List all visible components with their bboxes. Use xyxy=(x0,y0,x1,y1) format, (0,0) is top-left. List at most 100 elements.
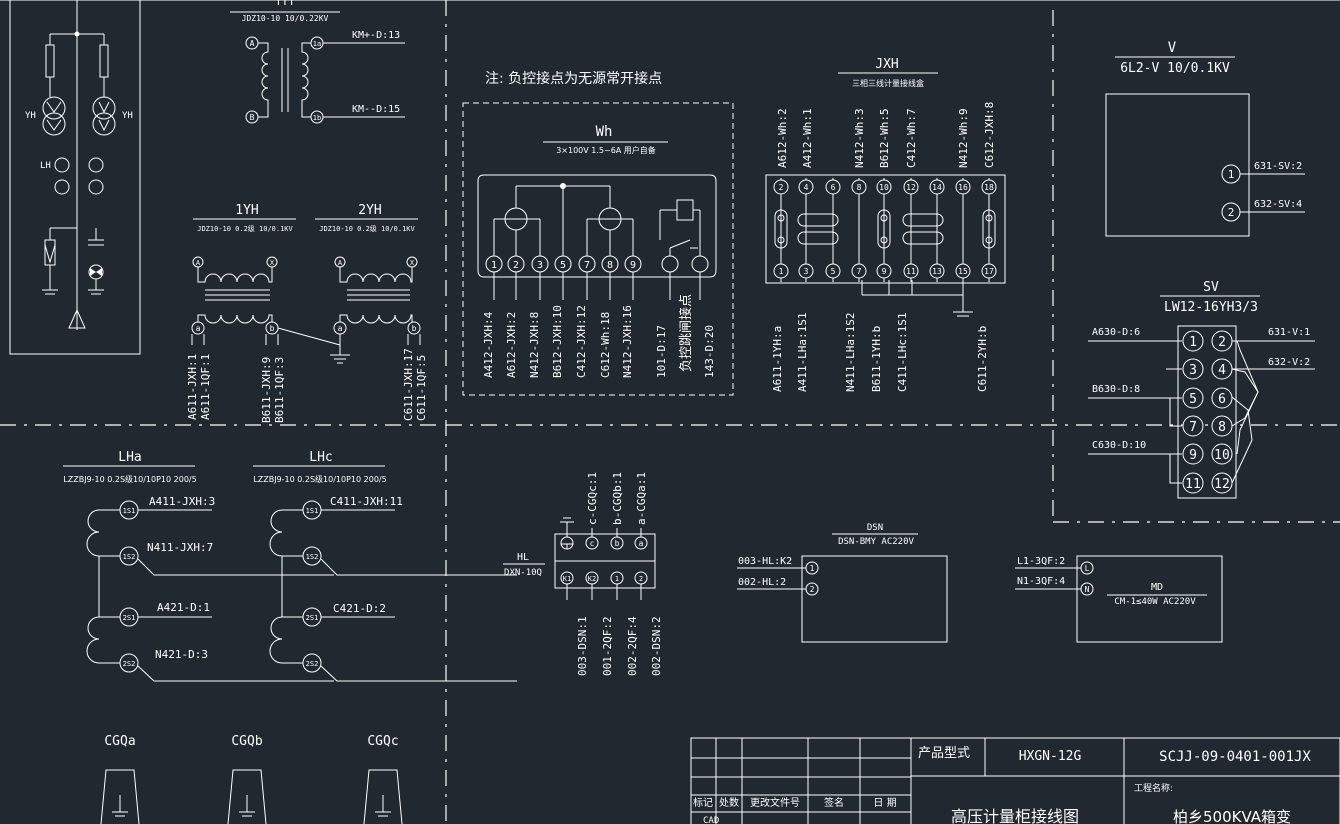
hl-bottom-label-2: 001-2QF:2 xyxy=(601,616,614,676)
sv-label-1: A630-D:6 xyxy=(1092,327,1140,338)
jxh-top-label-5: C412-Wh:7 xyxy=(905,108,918,168)
hl-title: HL xyxy=(517,552,529,563)
dsn-spec: DSN-BMY AC220V xyxy=(838,537,914,547)
sv-terminal-num: 3 xyxy=(1189,363,1197,378)
sv-terminal-num: 10 xyxy=(1214,448,1230,463)
wh-label-1: A412-JXH:4 xyxy=(482,311,495,378)
jxh-top-label-1: A612-Wh:2 xyxy=(776,108,789,168)
sv-terminal-num: 6 xyxy=(1218,392,1226,407)
lhc-winding xyxy=(269,616,303,664)
lha-spec: LZZBJ9-10 0.2S级10/10P10 200/5 xyxy=(63,474,196,484)
jxh-bottom-num: 9 xyxy=(882,267,887,276)
sv-terminal-num: 8 xyxy=(1218,420,1226,435)
lha-label-1: A411-JXH:3 xyxy=(149,495,215,508)
yh-right-label: YH xyxy=(122,111,133,121)
yh1-spec: JDZ10-10 0.2级 10/0.1KV xyxy=(197,224,293,233)
tt-spec: JDZ10-10 10/0.22KV xyxy=(242,14,329,23)
yh1-label-1: A611-JXH:1 xyxy=(186,354,199,420)
jxh-link-horizontal xyxy=(902,231,944,245)
sv-terminal-num: 4 xyxy=(1218,363,1226,378)
sv-terminal xyxy=(1211,387,1233,409)
lhc-terminal-name: 1S1 xyxy=(306,507,319,515)
yh1-title: 1YH xyxy=(235,203,258,218)
jxh-bottom-num: 13 xyxy=(932,267,942,276)
hl-top-label-1: c-CGQc:1 xyxy=(586,472,599,525)
wh-contact-terminal xyxy=(661,255,679,273)
jxh-bottom-num: 11 xyxy=(906,267,916,276)
jxh-top-num: 8 xyxy=(857,183,862,192)
jxh-link-vertical xyxy=(774,209,788,249)
svg-text:2: 2 xyxy=(810,585,815,594)
sv-terminal xyxy=(1182,443,1204,465)
hl-bottom-label-4: 002-DSN:2 xyxy=(650,616,663,676)
jxh-terminal-top xyxy=(825,179,841,195)
jxh-link-vertical xyxy=(982,209,996,249)
wh-label-9: 负控跳闸接点 xyxy=(678,294,694,372)
wh-terminal-num: 5 xyxy=(560,260,566,271)
jxh-top-num: 4 xyxy=(804,183,809,192)
lhc-lead xyxy=(320,665,517,682)
wh-label-6: C612-Wh:18 xyxy=(599,312,612,378)
hl-indicator: HL DXN-10Q cc-CGQc:1bb-CGQb:1aa-CGQa:1K1… xyxy=(503,472,663,676)
lhc-lead xyxy=(320,558,517,576)
wh-terminal-num: 7 xyxy=(584,260,590,271)
jxh-terminal-top xyxy=(876,179,892,195)
yh2-title: 2YH xyxy=(358,203,381,218)
jxh-terminal-top xyxy=(903,179,919,195)
jxh-bottom-label-3: N411-LHa:1S2 xyxy=(844,313,857,392)
lha-transformer: LHa LZZBJ9-10 0.2S级10/10P10 200/5 1S11S2… xyxy=(63,450,334,682)
svg-text:a: a xyxy=(338,324,343,333)
sv-terminal xyxy=(1182,358,1204,380)
jxh-bottom-num: 1 xyxy=(779,267,784,276)
svg-text:N: N xyxy=(1085,585,1090,594)
md-label-1: L1-3QF:2 xyxy=(1017,556,1065,567)
jxh-terminal-bottom xyxy=(929,263,945,279)
jxh-top-label-7: C612-JXH:8 xyxy=(983,102,996,168)
lha-label-3: A421-D:1 xyxy=(157,601,210,614)
jxh-junction-box: JXH 三相三线计量接线盒 21436587109121114131615181… xyxy=(765,57,1006,392)
cgq-body xyxy=(100,769,140,824)
jxh-bottom-num: 17 xyxy=(984,267,994,276)
yh1-transformer: 1YH JDZ10-10 0.2级 10/0.1KV A X a b A611-… xyxy=(186,203,341,423)
svg-text:A: A xyxy=(250,39,255,48)
tt-km-plus: KM+-D:13 xyxy=(352,30,400,41)
sv-terminal-num: 11 xyxy=(1185,477,1201,492)
lha-terminal-name: 2S1 xyxy=(123,614,136,622)
yh-left-label: YH xyxy=(25,111,36,121)
svg-text:2: 2 xyxy=(1228,206,1235,219)
md-device: L N L1-3QF:2 N1-3QF:4 MD CM-1≤40W AC220V xyxy=(1015,555,1223,643)
lhc-transformer: LHc LZZBJ9-10 0.2S级10/10P10 200/5 1S11S2… xyxy=(253,450,517,682)
jxh-terminal-top xyxy=(929,179,945,195)
sv-spec: LW12-16YH3/3 xyxy=(1164,300,1258,315)
jxh-link-screw xyxy=(880,236,888,244)
jxh-bottom-num: 5 xyxy=(831,267,836,276)
sv-terminal xyxy=(1211,443,1233,465)
jxh-top-label-3: N412-Wh:3 xyxy=(853,108,866,168)
sv-terminal-num: 9 xyxy=(1189,448,1197,463)
lhc-terminal-name: 2S2 xyxy=(306,660,319,668)
sv-terminal-num: 5 xyxy=(1189,392,1197,407)
lha-terminal-name: 1S1 xyxy=(123,507,136,515)
jxh-top-label-6: N412-Wh:9 xyxy=(957,108,970,168)
svg-text:1b: 1b xyxy=(313,114,321,122)
jxh-bottom-label-5: C411-LHc:1S1 xyxy=(896,313,909,392)
wh-label-4: B612-JXH:10 xyxy=(551,305,564,378)
lhc-label-2: C421-D:2 xyxy=(333,602,386,615)
jxh-top-label-4: B612-Wh:5 xyxy=(878,108,891,168)
v-title: V xyxy=(1168,40,1177,56)
sv-label-4: B630-D:8 xyxy=(1092,384,1140,395)
jxh-link-horizontal xyxy=(797,231,839,245)
jxh-terminal-bottom xyxy=(981,263,997,279)
jxh-terminal-bottom xyxy=(903,263,919,279)
hl-bottom-terminal-name: K1 xyxy=(563,575,571,583)
jxh-link-screw xyxy=(985,214,993,222)
cgq-title-1: CGQa xyxy=(104,734,135,749)
jxh-link-screw xyxy=(777,214,785,222)
tb-col-doc: 更改文件号 xyxy=(750,796,800,809)
svg-text:L: L xyxy=(1085,564,1090,573)
lhc-label-1: C411-JXH:11 xyxy=(330,495,403,508)
lhc-winding xyxy=(269,509,303,557)
